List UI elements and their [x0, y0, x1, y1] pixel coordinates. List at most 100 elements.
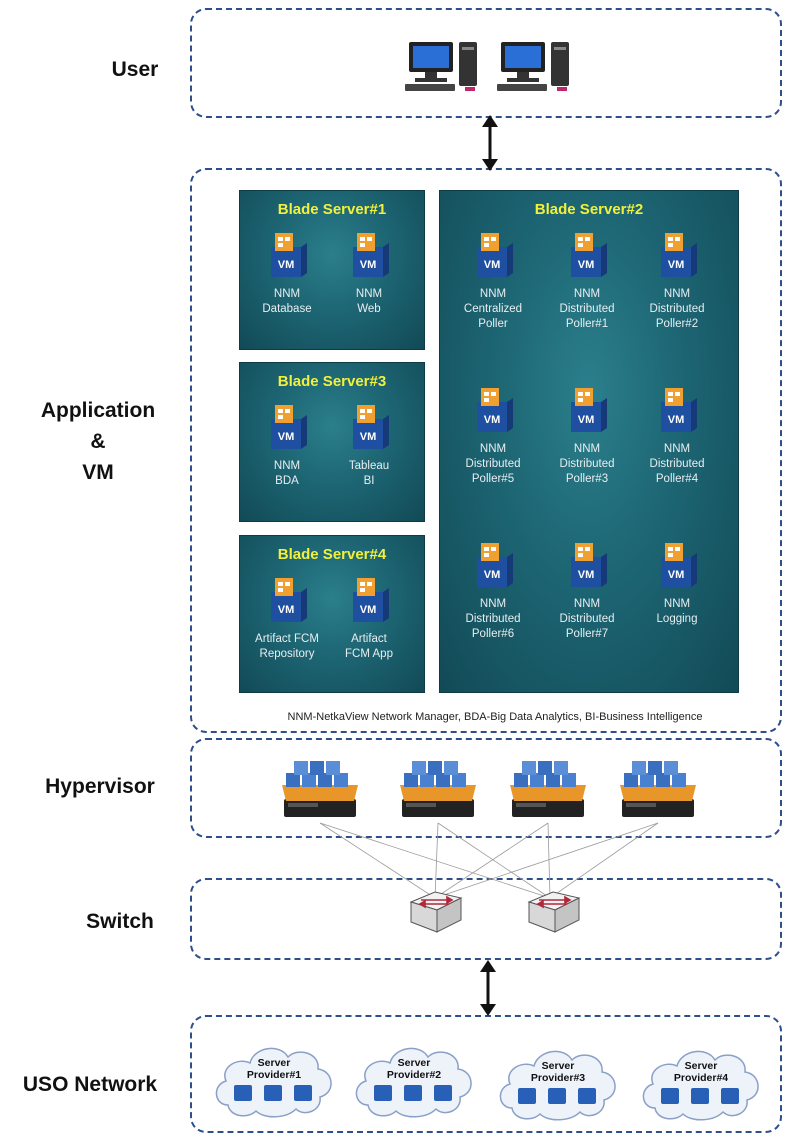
- vm-item: VM NNM Database: [242, 231, 332, 317]
- vm-label: NNM Centralized Poller: [463, 288, 523, 330]
- vm-icon: VM: [571, 233, 607, 277]
- cloud-icon: [499, 1050, 616, 1121]
- layer-label-user: User: [111, 58, 159, 81]
- network-switch-icon: [409, 891, 463, 933]
- blade-server-4: Blade Server#4 VM Artifact FCM Repositor…: [239, 535, 425, 693]
- vm-icon: VM: [661, 388, 697, 432]
- vm-item: VM NNM Logging: [632, 541, 722, 627]
- vm-label: NNM BDA: [273, 460, 301, 487]
- vm-label: NNM Web: [355, 288, 383, 315]
- blade-server-title: Blade Server#3: [277, 373, 387, 390]
- hypervisor-server-icon: [400, 761, 476, 817]
- svg-text:VM: VM: [668, 569, 685, 581]
- vm-icon: VM: [571, 388, 607, 432]
- vm-item: VM Artifact FCM Repository: [242, 576, 332, 662]
- svg-text:VM: VM: [578, 414, 595, 426]
- vm-label: NNM Distributed Poller#6: [465, 598, 521, 640]
- vm-label: NNM Distributed Poller#7: [559, 598, 615, 640]
- svg-text:VM: VM: [578, 259, 595, 271]
- layer-label-application-vm: Application & VM: [40, 399, 156, 484]
- desktop-computer-icon: [405, 42, 477, 91]
- vm-icon: VM: [661, 233, 697, 277]
- blade-server-title: Blade Server#4: [277, 546, 387, 563]
- server-provider-label: Server Provider#3: [530, 1060, 586, 1084]
- vm-item: VM Artifact FCM App: [324, 576, 414, 662]
- vm-icon: VM: [661, 543, 697, 587]
- vm-item: VM NNM Distributed Poller#6: [448, 541, 538, 642]
- svg-text:VM: VM: [278, 259, 295, 271]
- blade-server-title: Blade Server#1: [277, 201, 387, 218]
- vm-item: VM Tableau BI: [324, 403, 414, 489]
- svg-text:VM: VM: [360, 604, 377, 616]
- svg-text:VM: VM: [668, 259, 685, 271]
- vm-icon: VM: [353, 233, 389, 277]
- svg-text:VM: VM: [484, 569, 501, 581]
- vm-icon: VM: [477, 543, 513, 587]
- vm-label: NNM Logging: [656, 598, 698, 625]
- vm-icon: VM: [271, 578, 307, 622]
- vm-label: NNM Distributed Poller#4: [649, 443, 705, 485]
- hypervisor-server-icon: [620, 761, 696, 817]
- svg-text:VM: VM: [668, 414, 685, 426]
- vm-icon: VM: [353, 405, 389, 449]
- svg-text:VM: VM: [278, 604, 295, 616]
- network-switch-icon: [527, 891, 581, 933]
- vm-icon: VM: [353, 578, 389, 622]
- cloud-icon: [215, 1047, 332, 1118]
- vm-label: Artifact FCM Repository: [255, 633, 319, 660]
- user-app-double-arrow: [482, 115, 498, 171]
- blade-server-3: Blade Server#3 VM NNM BDA VM Tableau BI: [239, 362, 425, 522]
- vm-label: NNM Distributed Poller#3: [559, 443, 615, 485]
- layer-label-uso-network: USO Network: [22, 1073, 158, 1096]
- vm-label: NNM Distributed Poller#2: [649, 288, 705, 330]
- vm-item: VM NNM Distributed Poller#3: [542, 386, 632, 487]
- vm-item: VM NNM Web: [324, 231, 414, 317]
- application-layer-box: [190, 168, 782, 733]
- svg-text:VM: VM: [360, 259, 377, 271]
- vm-icon: VM: [271, 405, 307, 449]
- vm-item: VM NNM BDA: [242, 403, 332, 489]
- abbreviation-note: NNM-NetkaView Network Manager, BDA-Big D…: [287, 711, 703, 723]
- vm-label: Tableau BI: [348, 460, 390, 487]
- svg-text:VM: VM: [578, 569, 595, 581]
- desktop-computer-icon: [497, 42, 569, 91]
- server-provider-label: Server Provider#4: [673, 1060, 729, 1084]
- svg-text:VM: VM: [484, 259, 501, 271]
- server-provider-cloud-1: Server Provider#1: [210, 1035, 338, 1121]
- server-provider-label: Server Provider#2: [386, 1057, 442, 1081]
- blade-server-1: Blade Server#1 VM NNM Database VM NNM We…: [239, 190, 425, 350]
- cloud-icon: [355, 1047, 472, 1118]
- vm-label: NNM Database: [262, 288, 312, 315]
- switch-network-double-arrow: [480, 960, 496, 1016]
- hypervisor-layer-box: [190, 738, 782, 838]
- server-provider-cloud-2: Server Provider#2: [350, 1035, 478, 1121]
- vm-icon: VM: [477, 233, 513, 277]
- blade-server-2: Blade Server#2 VM NNM Centralized Poller…: [439, 190, 739, 693]
- server-provider-label: Server Provider#1: [246, 1057, 302, 1081]
- blade-server-title: Blade Server#2: [534, 201, 644, 218]
- hypervisor-server-icon: [282, 761, 358, 817]
- hypervisor-server-icon: [510, 761, 586, 817]
- vm-item: VM NNM Distributed Poller#4: [632, 386, 722, 487]
- vm-item: VM NNM Distributed Poller#5: [448, 386, 538, 487]
- vm-label: NNM Distributed Poller#5: [465, 443, 521, 485]
- vm-item: VM NNM Centralized Poller: [448, 231, 538, 332]
- vm-item: VM NNM Distributed Poller#2: [632, 231, 722, 332]
- svg-text:VM: VM: [484, 414, 501, 426]
- layer-label-switch: Switch: [86, 910, 154, 933]
- vm-label: NNM Distributed Poller#1: [559, 288, 615, 330]
- vm-item: VM NNM Distributed Poller#7: [542, 541, 632, 642]
- vm-item: VM NNM Distributed Poller#1: [542, 231, 632, 332]
- vm-icon: VM: [271, 233, 307, 277]
- server-provider-cloud-4: Server Provider#4: [637, 1038, 765, 1124]
- svg-text:VM: VM: [360, 431, 377, 443]
- switch-layer-box: [190, 878, 782, 960]
- vm-icon: VM: [477, 388, 513, 432]
- user-layer-box: [190, 8, 782, 118]
- vm-icon: VM: [571, 543, 607, 587]
- vm-label: Artifact FCM App: [345, 633, 393, 660]
- svg-text:VM: VM: [278, 431, 295, 443]
- layer-label-hypervisor: Hypervisor: [45, 775, 155, 798]
- network-layer-box: [190, 1015, 782, 1133]
